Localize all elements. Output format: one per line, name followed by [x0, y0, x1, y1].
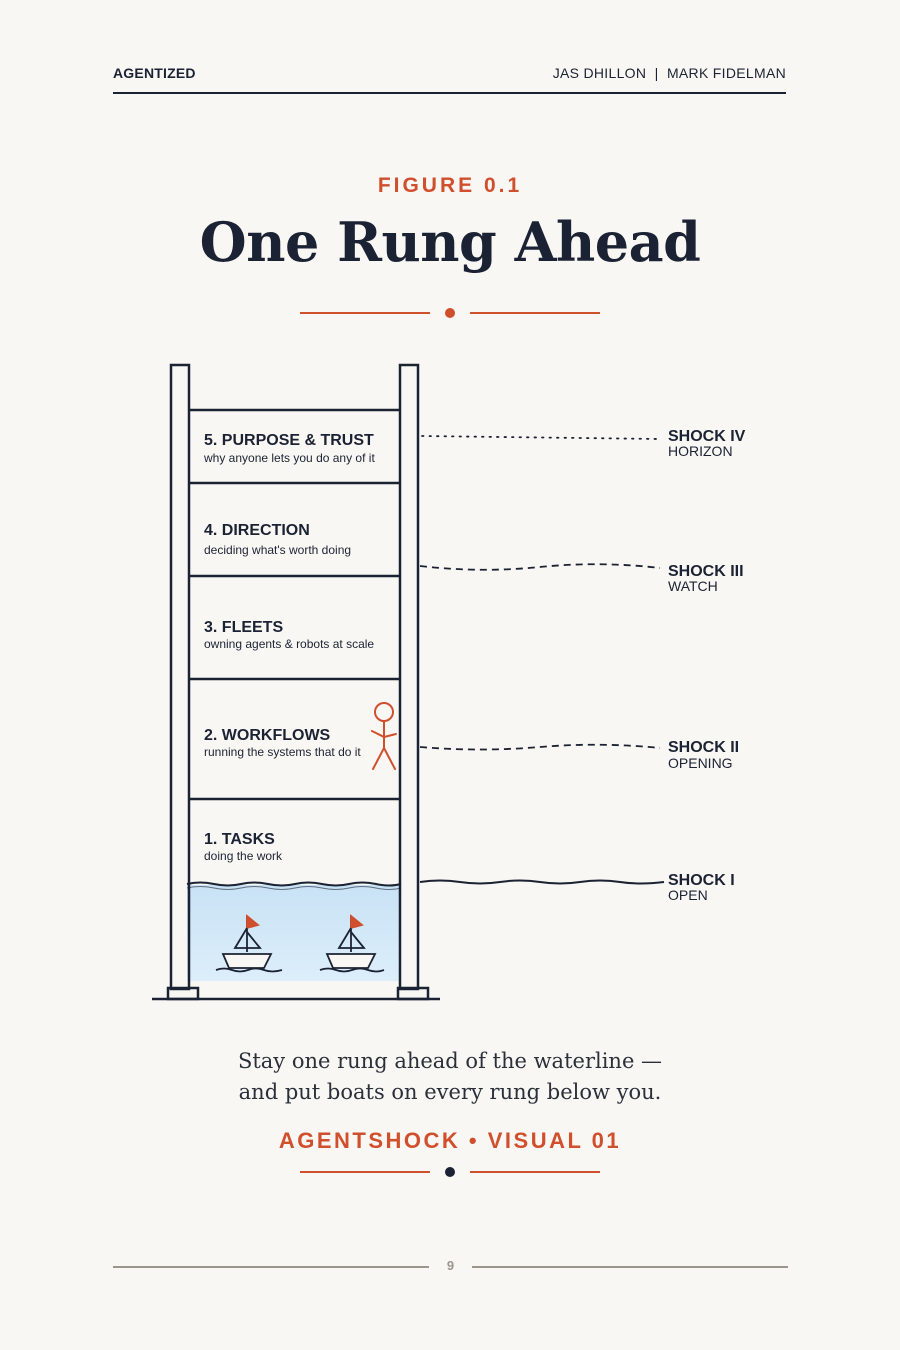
shock-i-status: OPEN [668, 887, 708, 903]
rung-3-title: 3. FLEETS [204, 619, 283, 636]
visual-divider [300, 1166, 600, 1178]
sailboat-icon [215, 914, 283, 973]
rung-1-title: 1. TASKS [204, 831, 275, 848]
waterline-ladder [186, 881, 402, 887]
divider-dot-icon [445, 308, 455, 318]
rung-3-desc: owning agents & robots at scale [204, 637, 374, 651]
shock-ii-line [419, 743, 661, 751]
shock-ii-status: OPENING [668, 755, 733, 771]
rung-4-title: 4. DIRECTION [204, 522, 310, 539]
page-footer: 9 [113, 1258, 788, 1276]
figure-label: FIGURE 0.1 [377, 174, 523, 197]
person-icon [371, 702, 397, 770]
shock-iii-line [419, 563, 661, 571]
page-number: 9 [446, 1258, 455, 1273]
shock-i-line [419, 879, 665, 885]
rung-1-desc: doing the work [204, 849, 283, 863]
visual-label: AGENTSHOCK • VISUAL 01 [278, 1128, 622, 1153]
shock-iii-title: SHOCK III [668, 563, 744, 580]
book-title: AGENTIZED [113, 65, 196, 81]
rung-4-desc: deciding what's worth doing [204, 543, 351, 557]
sailboat-icon [319, 914, 385, 973]
ladder-diagram: 5. PURPOSE & TRUST why anyone lets you d… [152, 363, 746, 1001]
ladder-rungs [189, 408, 400, 801]
page-header: AGENTIZED JAS DHILLON | MARK FIDELMAN [113, 62, 786, 94]
rung-2-desc: running the systems that do it [204, 745, 361, 759]
ladder-base [152, 986, 440, 1001]
shock-i-title: SHOCK I [668, 872, 735, 889]
shock-iii-status: WATCH [668, 578, 718, 594]
shock-iv-title: SHOCK IV [668, 428, 746, 445]
shock-iv-line [421, 435, 661, 440]
figure-caption: Stay one rung ahead of the waterline — a… [0, 1046, 900, 1108]
rung-2-title: 2. WORKFLOWS [204, 727, 331, 744]
title-divider [300, 307, 600, 319]
rung-5-title: 5. PURPOSE & TRUST [204, 432, 374, 449]
shock-ii-title: SHOCK II [668, 739, 739, 756]
figure-title: One Rung Ahead [199, 210, 701, 274]
authors: JAS DHILLON | MARK FIDELMAN [552, 65, 786, 81]
shock-iv-status: HORIZON [668, 443, 733, 459]
rung-5-desc: why anyone lets you do any of it [203, 451, 375, 465]
divider-dot-icon [445, 1167, 455, 1177]
caption-line-1: Stay one rung ahead of the waterline — [237, 1049, 663, 1073]
caption-line-2: and put boats on every rung below you. [238, 1080, 662, 1104]
